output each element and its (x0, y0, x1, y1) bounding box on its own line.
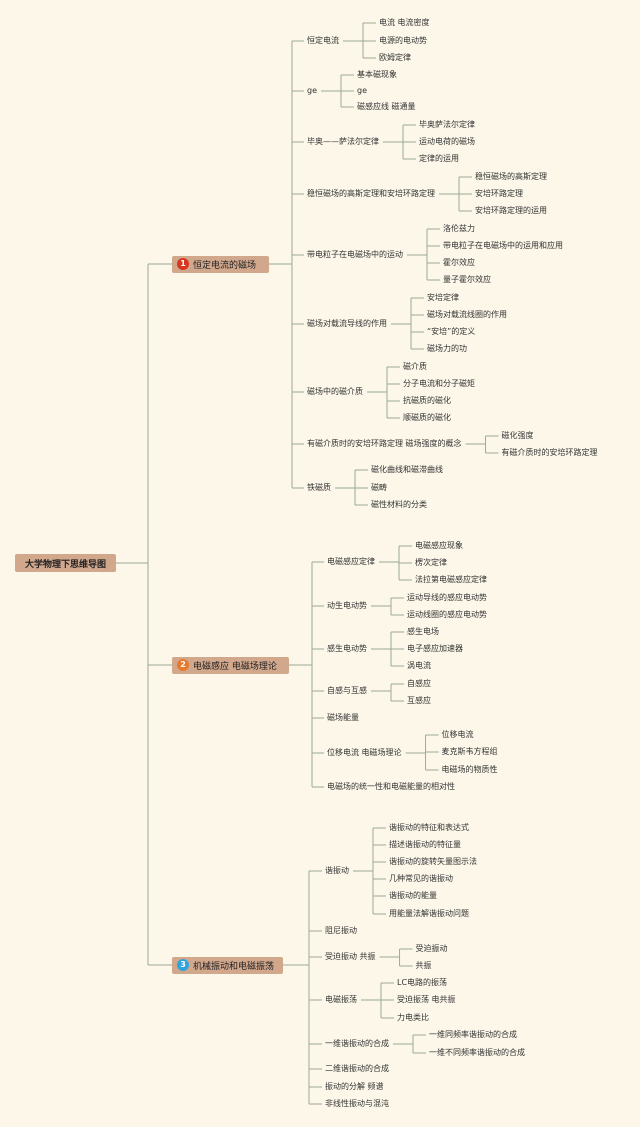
topic-3-6[interactable]: 二维谐振动的合成 (325, 1064, 389, 1073)
subtopic-item[interactable]: 谐振动的特征和表达式 (388, 823, 469, 832)
topic-1-9[interactable]: 铁磁质 (307, 483, 331, 492)
topic-3-8[interactable]: 非线性振动与混沌 (325, 1099, 389, 1108)
branch-label: 电磁感应 电磁场理论 (193, 661, 277, 672)
topic-1-6[interactable]: 磁场对载流导线的作用 (307, 319, 387, 328)
subtopic-item[interactable]: 法拉第电磁感应定律 (414, 575, 487, 584)
topic-3-1[interactable]: 谐振动 (325, 866, 349, 875)
subtopic-item[interactable]: LC电路的振荡 (396, 978, 448, 987)
subtopic-item[interactable]: 谐振动的旋转矢量图示法 (388, 857, 477, 866)
subtopic-item[interactable]: 顺磁质的磁化 (402, 413, 451, 422)
subtopic-item[interactable]: 基本磁现象 (357, 70, 397, 79)
subtopic-item[interactable]: “安培”的定义 (426, 327, 476, 336)
subtopic-item[interactable]: 自感应 (406, 679, 431, 688)
topic-1-3[interactable]: 毕奥——萨法尔定律 (307, 137, 379, 146)
subtopic-item[interactable]: 电磁场的物质性 (441, 765, 498, 774)
subtopic-item[interactable]: 分子电流和分子磁矩 (402, 379, 475, 388)
topic-2-5[interactable]: 磁场能量 (327, 713, 359, 722)
root-node[interactable]: 大学物理下思维导图 (15, 554, 116, 572)
branch-label: 恒定电流的磁场 (193, 260, 257, 271)
topic-2-1[interactable]: 电磁感应定律 (327, 557, 375, 566)
subtopic-item[interactable]: 互感应 (406, 696, 431, 705)
number-badge-icon: 3 (177, 959, 189, 971)
subtopic-item[interactable]: 磁性材料的分类 (370, 500, 427, 509)
subtopic-item[interactable]: 定律的运用 (418, 154, 459, 163)
subtopic-item[interactable]: 描述谐振动的特征量 (388, 840, 461, 849)
subtopic-item[interactable]: 磁感应线 磁通量 (357, 102, 416, 111)
topic-1-7[interactable]: 磁场中的磁介质 (307, 387, 363, 396)
subtopic-item[interactable]: 安培定律 (426, 293, 459, 302)
subtopic-item[interactable]: 电磁感应现象 (414, 541, 463, 550)
subtopic-item[interactable]: 电源的电动势 (378, 36, 427, 45)
subtopic-item[interactable]: 磁场力的功 (426, 344, 467, 353)
subtopic-item[interactable]: 磁畴 (370, 483, 387, 492)
subtopic-item[interactable]: 一维同频率谐振动的合成 (428, 1030, 517, 1039)
subtopic-item[interactable]: 稳恒磁场的高斯定理 (474, 172, 547, 181)
subtopic-item[interactable]: 谐振动的能量 (388, 891, 437, 900)
subtopic-item[interactable]: 位移电流 (441, 730, 474, 739)
subtopic-item[interactable]: 受迫振动 (415, 944, 448, 953)
topic-2-4[interactable]: 自感与互感 (327, 686, 367, 695)
topic-2-2[interactable]: 动生电动势 (327, 601, 367, 610)
number-badge-icon: 2 (177, 659, 189, 671)
subtopic-item[interactable]: 运动线圈的感应电动势 (406, 610, 487, 619)
subtopic-item[interactable]: 涡电流 (406, 661, 431, 670)
subtopic-item[interactable]: 用能量法解谐振动问题 (388, 909, 469, 918)
subtopic-item[interactable]: 麦克斯韦方程组 (441, 747, 498, 756)
topic-2-3[interactable]: 感生电动势 (327, 644, 367, 653)
subtopic-item[interactable]: 带电粒子在电磁场中的运用和应用 (442, 241, 563, 250)
topic-1-5[interactable]: 带电粒子在电磁场中的运动 (307, 250, 403, 259)
branch-node-3[interactable]: 3 机械振动和电磁振荡 (172, 956, 283, 974)
subtopic-item[interactable]: 磁化曲线和磁滞曲线 (370, 465, 443, 474)
subtopic-item[interactable]: 霍尔效应 (442, 258, 475, 267)
subtopic-item[interactable]: 抗磁质的磁化 (402, 396, 451, 405)
topic-1-1[interactable]: 恒定电流 (307, 36, 339, 45)
subtopic-item[interactable]: 有磁介质时的安培环路定理 (501, 448, 598, 457)
subtopic-item[interactable]: 量子霍尔效应 (442, 275, 491, 284)
subtopic-item[interactable]: 共振 (415, 961, 432, 970)
topic-1-4[interactable]: 稳恒磁场的高斯定理和安培环路定理 (307, 189, 435, 198)
topic-3-4[interactable]: 电磁振荡 (325, 995, 357, 1004)
subtopic-item[interactable]: 磁介质 (402, 362, 427, 371)
subtopic-item[interactable]: 磁化强度 (501, 431, 534, 440)
topic-3-7[interactable]: 振动的分解 频谱 (325, 1082, 384, 1091)
subtopic-item[interactable]: 毕奥萨法尔定律 (418, 120, 475, 129)
subtopic-item[interactable]: ge (357, 86, 367, 95)
subtopic-item[interactable]: 力电类比 (396, 1013, 429, 1022)
subtopic-item[interactable]: 洛伦兹力 (442, 224, 475, 233)
subtopic-item[interactable]: 受迫振荡 电共振 (396, 995, 456, 1004)
topic-2-7[interactable]: 电磁场的统一性和电磁能量的相对性 (327, 782, 455, 791)
subtopic-item[interactable]: 安培环路定理 (474, 189, 523, 198)
topic-2-6[interactable]: 位移电流 电磁场理论 (327, 748, 402, 757)
subtopic-item[interactable]: 几种常见的谐振动 (388, 874, 453, 883)
subtopic-item[interactable]: 感生电场 (406, 627, 439, 636)
subtopic-item[interactable]: 一维不同频率谐振动的合成 (428, 1048, 525, 1057)
topic-3-2[interactable]: 阻尼振动 (325, 926, 357, 935)
branch-node-1[interactable]: 1 恒定电流的磁场 (172, 255, 269, 273)
number-badge-icon: 1 (177, 258, 189, 270)
topic-3-5[interactable]: 一维谐振动的合成 (325, 1039, 389, 1048)
subtopic-item[interactable]: 安培环路定理的运用 (474, 206, 547, 215)
subtopic-item[interactable]: 电子感应加速器 (406, 644, 463, 653)
subtopic-item[interactable]: 楞次定律 (414, 558, 447, 567)
topic-3-3[interactable]: 受迫振动 共振 (325, 952, 376, 961)
branch-label: 机械振动和电磁振荡 (193, 961, 275, 972)
subtopic-item[interactable]: 运动电荷的磁场 (418, 137, 475, 146)
branch-node-2[interactable]: 2 电磁感应 电磁场理论 (172, 656, 289, 674)
subtopic-item[interactable]: 运动导线的感应电动势 (406, 593, 487, 602)
topic-1-2[interactable]: ge (307, 86, 317, 95)
topic-1-8[interactable]: 有磁介质时的安培环路定理 磁场强度的概念 (307, 439, 462, 448)
subtopic-item[interactable]: 磁场对载流线圈的作用 (426, 310, 507, 319)
subtopic-item[interactable]: 欧姆定律 (378, 53, 411, 62)
subtopic-item[interactable]: 电流 电流密度 (378, 18, 430, 27)
